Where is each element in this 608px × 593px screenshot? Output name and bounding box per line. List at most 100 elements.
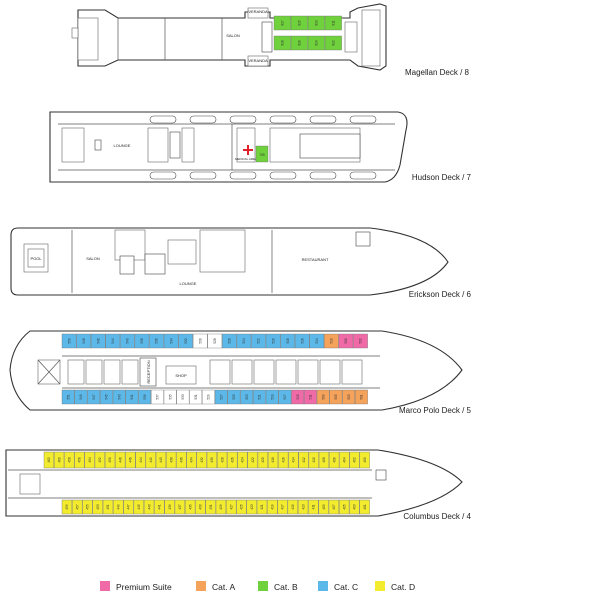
erickson-salon-label: SALON	[86, 256, 100, 261]
hudson-bar	[147, 127, 169, 163]
marcopolo-cabin-537	[151, 389, 164, 405]
magellan-salon-label: SALON	[226, 33, 240, 38]
columbus-cabin-448	[115, 451, 126, 469]
magellan-cabin-813	[307, 15, 325, 31]
columbus-cabin-433-number: 433	[199, 504, 203, 510]
columbus-cabin-420-number: 420	[261, 457, 265, 463]
hudson-lifeboat-top-6	[349, 115, 377, 124]
marcopolo-cabin-534-number: 534	[169, 338, 173, 344]
hudson-lifeboat-bottom-1	[149, 171, 177, 180]
marcopolo-aft-room-1	[67, 359, 85, 385]
marcopolo-cabin-548	[76, 333, 91, 349]
hudson-aft-stairs	[94, 139, 102, 151]
marcopolo-cabin-521-number: 521	[258, 394, 262, 400]
columbus-cabin-451	[102, 499, 114, 515]
erickson-deck-label: Erickson Deck / 6	[409, 290, 472, 299]
erickson-deck: POOL SALON LOUNGE RESTAURANT Erickson De…	[10, 227, 472, 299]
hudson-lifeboat-top-1	[149, 115, 177, 124]
marcopolo-cabin-521	[253, 389, 266, 405]
hudson-deck: LOUNGE MEDICAL AREA 705 Hudson Deck / 7	[49, 111, 472, 183]
columbus-cabin-422-number: 422	[251, 457, 255, 463]
legend-swatch-cat_c	[318, 581, 328, 591]
marcopolo-cabin-505-number: 505	[334, 394, 338, 400]
marcopolo-cabin-517-number: 517	[283, 394, 287, 400]
erickson-stairs-a	[119, 255, 135, 275]
marcopolo-cabin-501-number: 501	[360, 394, 364, 400]
columbus-cabin-411	[308, 499, 319, 515]
columbus-cabin-428	[216, 451, 228, 469]
marcopolo-cabin-519	[265, 389, 279, 405]
columbus-cabin-438	[166, 451, 177, 469]
columbus-cabin-424	[237, 451, 248, 469]
magellan-cabin-818-number: 818	[281, 40, 285, 46]
columbus-cabin-413-number: 413	[301, 504, 305, 510]
hudson-dark-room	[61, 127, 85, 163]
columbus-cabin-442-number: 442	[149, 457, 153, 463]
columbus-cabin-421-number: 421	[260, 504, 264, 510]
legend-label-cat_a: Cat. A	[212, 582, 235, 592]
columbus-cabin-415	[287, 499, 298, 515]
marcopolo-cabin-539-number: 539	[143, 394, 147, 400]
columbus-cabin-430-number: 430	[210, 457, 214, 463]
marcopolo-cabin-509	[316, 389, 330, 405]
marcopolo-cabin-502	[353, 333, 368, 349]
columbus-cabin-422	[247, 451, 258, 469]
magellan-cabin-813-number: 813	[315, 20, 319, 26]
marcopolo-cabin-540-number: 540	[126, 338, 130, 344]
magellan-bridge	[361, 9, 381, 67]
marcopolo-interior-room-6	[319, 359, 341, 385]
columbus-cabin-401-number: 401	[363, 504, 367, 510]
columbus-cabin-408-number: 408	[322, 457, 326, 463]
marcopolo-cabin-523-number: 523	[245, 394, 249, 400]
columbus-cabin-452-number: 452	[98, 457, 102, 463]
erickson-lounge-label: LOUNGE	[180, 281, 197, 286]
marcopolo-cabin-516-number: 516	[300, 338, 304, 344]
erickson-service	[199, 229, 246, 273]
columbus-cabin-434	[186, 451, 197, 469]
hudson-medical	[236, 127, 256, 163]
hudson-lifeboat-top-2	[189, 115, 217, 124]
magellan-cabin-811	[324, 15, 342, 31]
marcopolo-fore-rooms	[67, 359, 363, 385]
marcopolo-cabin-532	[178, 333, 193, 349]
magellan-veranda-top-label: VERANDA	[248, 9, 268, 14]
columbus-cabin-414-number: 414	[292, 457, 296, 463]
marcopolo-aft-room-3	[103, 359, 121, 385]
legend-label-cat_d: Cat. D	[391, 582, 415, 592]
marcopolo-cabin-518	[280, 333, 295, 349]
columbus-cabin-419-number: 419	[270, 504, 274, 510]
marcopolo-cabin-506	[338, 333, 354, 349]
columbus-cabin-446-number: 446	[129, 457, 133, 463]
erickson-center-room	[167, 239, 197, 265]
columbus-cabin-452	[94, 451, 105, 469]
marcopolo-cabin-522-number: 522	[257, 338, 261, 344]
marcopolo-cabin-530	[192, 333, 208, 349]
marcopolo-cabin-551	[61, 389, 75, 405]
columbus-cabin-445	[133, 499, 144, 515]
columbus-cabin-416-number: 416	[281, 457, 285, 463]
columbus-cabin-425	[236, 499, 247, 515]
columbus-cabin-443	[143, 499, 155, 515]
magellan-cabin-817-number: 817	[281, 20, 285, 26]
erickson-pool	[27, 248, 45, 268]
columbus-cabin-432	[196, 451, 207, 469]
columbus-cabin-460	[53, 451, 65, 469]
marcopolo-cabin-534	[163, 333, 179, 349]
marcopolo-cabin-523	[240, 389, 254, 405]
legend-label-cat_c: Cat. C	[334, 582, 358, 592]
marcopolo-cabin-544-number: 544	[111, 338, 115, 344]
legend-swatch-premium_suite	[100, 581, 110, 591]
columbus-cabin-400	[359, 451, 370, 469]
columbus-cabin-454	[84, 451, 95, 469]
columbus-cabin-455	[82, 499, 93, 515]
hudson-lifeboat-top-5	[309, 115, 337, 124]
marcopolo-cabin-514	[309, 333, 325, 349]
marcopolo-cabin-525	[227, 389, 241, 405]
columbus-cabin-438-number: 438	[169, 457, 173, 463]
columbus-cabin-448-number: 448	[118, 457, 122, 463]
marcopolo-interior-room-5	[297, 359, 319, 385]
columbus-bow-stairs	[375, 469, 387, 481]
